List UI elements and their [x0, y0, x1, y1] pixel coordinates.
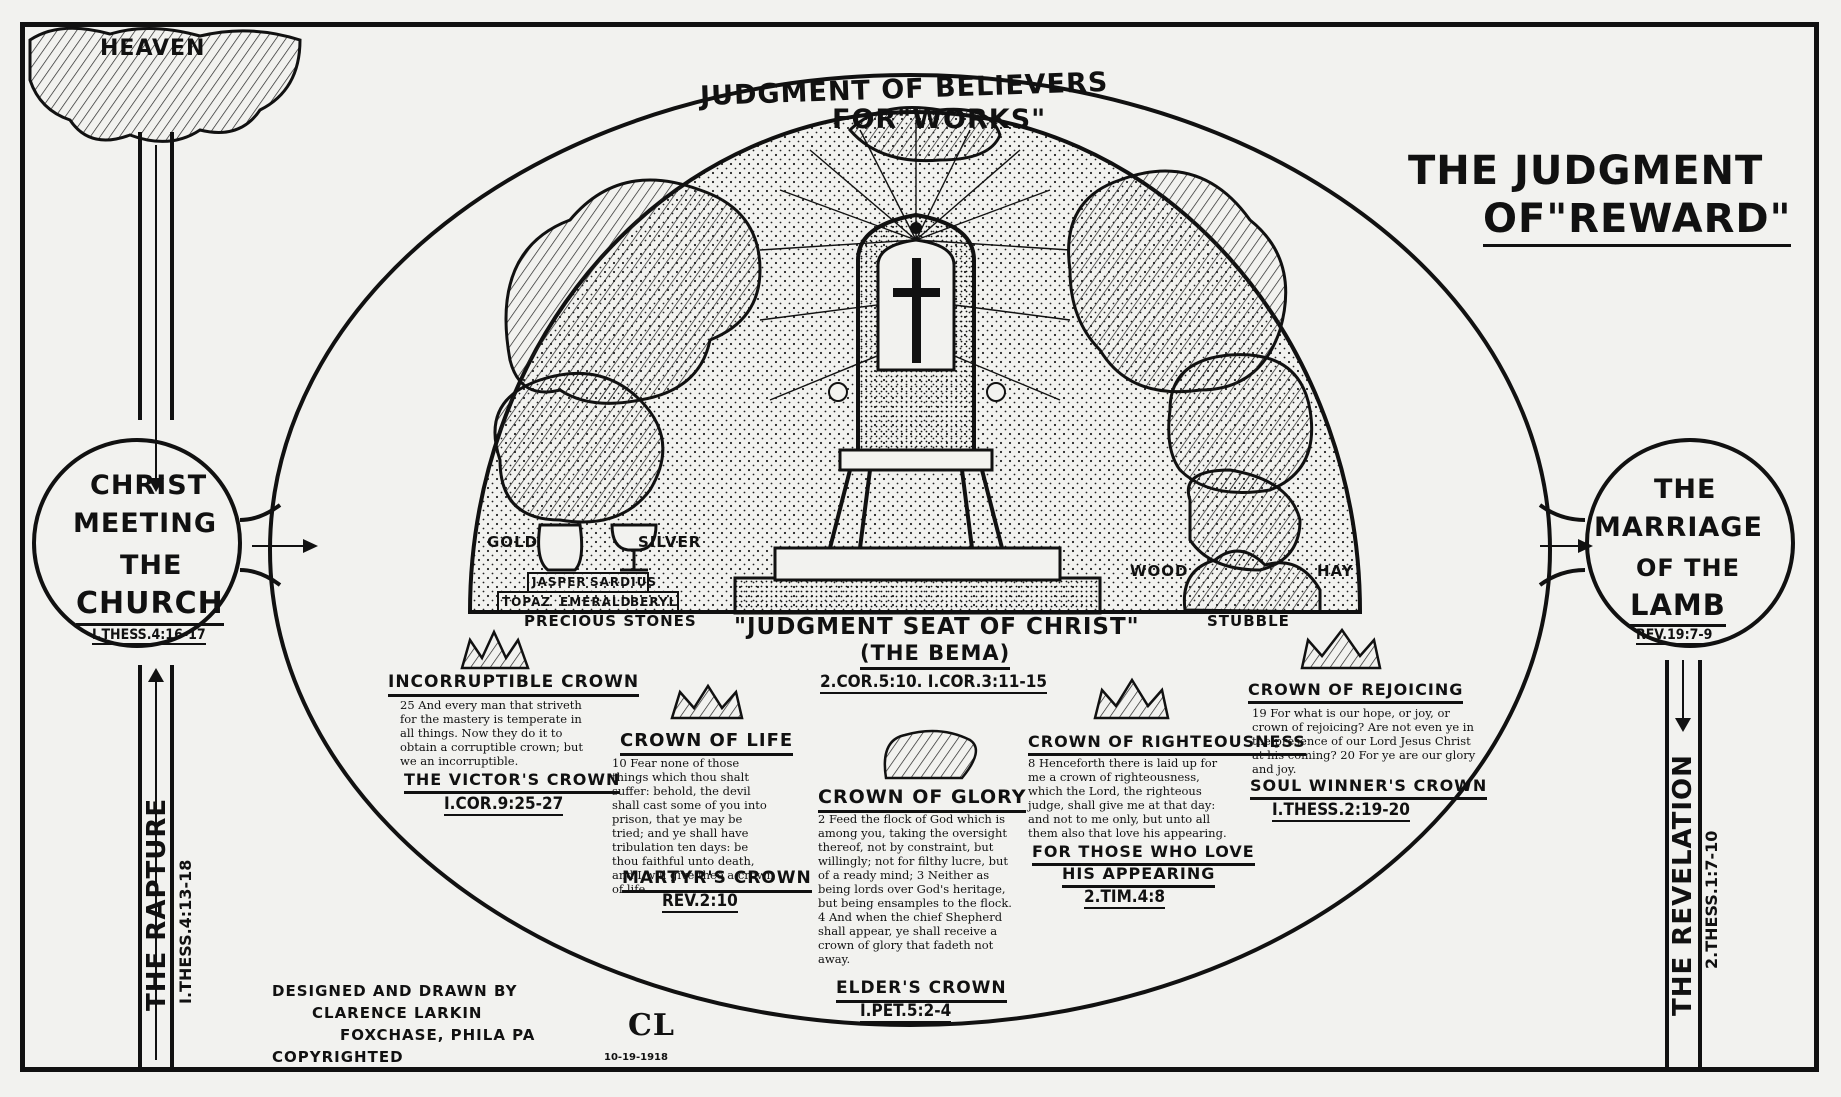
credits-line1: DESIGNED AND DRAWN BY: [272, 982, 518, 1000]
righteousness-ref: 2.TIM.4:8: [1084, 887, 1166, 909]
left-circle-line1: CHRIST: [90, 470, 208, 501]
bema-label: (THE BEMA): [860, 641, 1011, 670]
right-circle-group: [1538, 438, 1795, 1070]
credits-line2: CLARENCE LARKIN: [312, 1004, 483, 1022]
right-circle-line2: MARRIAGE: [1594, 512, 1763, 543]
rejoicing-ref: I.THESS.2:19-20: [1272, 800, 1410, 822]
precious-stones-label: PRECIOUS STONES: [524, 612, 697, 630]
hay-label: HAY: [1317, 562, 1354, 580]
life-ref: REV.2:10: [662, 891, 738, 913]
crown-of-righteousness-verse: 8 Henceforth there is laid up for me a c…: [1028, 756, 1227, 840]
emerald-label: EMERALD: [560, 595, 632, 609]
left-circle-ref: I.THESS.4:16-17: [92, 627, 206, 645]
right-circle-line3: OF THE: [1636, 554, 1741, 582]
rapture-label: THE RAPTURE: [142, 797, 172, 1011]
gold-silver-vessels: [537, 523, 658, 572]
revelation-ref: 2.THESS.1:7-10: [1702, 830, 1721, 969]
judgment-ellipse: [268, 73, 1552, 1027]
beryl-label: BERYL: [630, 595, 678, 609]
wood-label: WOOD: [1130, 562, 1189, 580]
seat-ref: 2.COR.5:10. I.COR.3:11-15: [820, 672, 1048, 694]
crown-of-righteousness-title: CROWN OF RIGHTEOUSNESS: [1028, 732, 1306, 756]
elders-crown-label: ELDER'S CROWN: [836, 978, 1007, 1003]
gold-label: GOLD: [487, 533, 539, 551]
arc-title-line2: FOR"WORKS": [832, 104, 1047, 135]
heaven-cloud: [28, 26, 302, 143]
victors-crown-label: THE VICTOR'S CROWN: [404, 770, 621, 794]
incorruptible-crown-verse: 25 And every man that striveth for the m…: [400, 698, 583, 768]
judgment-seat-title: "JUDGMENT SEAT OF CHRIST": [734, 614, 1140, 640]
crown-of-life-title: CROWN OF LIFE: [620, 730, 794, 756]
monogram-date: 10-19-1918: [604, 1052, 668, 1063]
stones-table: [497, 572, 679, 614]
right-circle-line1: THE: [1654, 474, 1717, 505]
crown-of-rejoicing-verse: 19 For what is our hope, or joy, or crow…: [1252, 706, 1476, 776]
sardius-label: SARDIUS: [590, 575, 657, 589]
martyrs-crown-label: MARTYR'S CROWN: [622, 868, 812, 893]
love-his-appearing-line2: HIS APPEARING: [1062, 864, 1216, 888]
left-circle-line3: THE: [120, 550, 183, 581]
incorruptible-ref: I.COR.9:25-27: [444, 794, 564, 816]
left-circle-line2: MEETING: [73, 508, 217, 539]
silver-label: SILVER: [638, 533, 702, 551]
heaven-label: HEAVEN: [100, 36, 206, 61]
left-circle-group: [32, 132, 318, 1070]
stubble-label: STUBBLE: [1207, 612, 1290, 630]
right-circle-line4: LAMB: [1630, 588, 1726, 627]
jasper-label: JASPER: [532, 575, 587, 589]
crown-of-rejoicing-title: CROWN OF REJOICING: [1248, 680, 1464, 704]
soul-winners-crown-label: SOUL WINNER'S CROWN: [1250, 776, 1488, 800]
revelation-label: THE REVELATION: [1668, 754, 1698, 1016]
topaz-label: TOPAZ: [502, 595, 552, 609]
right-circle-ref: REV.19:7-9: [1636, 627, 1713, 645]
wood-hay-stubble-fire: [1182, 549, 1322, 614]
glory-ref: I.PET.5:2-4: [860, 1001, 952, 1023]
crown-of-life-verse: 10 Fear none of those things which thou …: [612, 756, 774, 896]
dome-clouds: [493, 106, 1314, 572]
rapture-ref: I.THESS.4:13-18: [176, 859, 195, 1004]
page-title-line1: THE JUDGMENT: [1408, 148, 1764, 194]
love-his-appearing-line1: FOR THOSE WHO LOVE: [1032, 842, 1255, 866]
crown-icon: [460, 627, 1382, 780]
left-circle-line4: CHURCH: [76, 586, 224, 626]
crown-of-glory-title: CROWN OF GLORY: [818, 786, 1027, 813]
credits-line3: FOXCHASE, PHILA PA: [340, 1026, 536, 1044]
diagram-frame: [20, 22, 1819, 1072]
page-title-line2: OF"REWARD": [1483, 196, 1792, 247]
crown-of-glory-verse: 2 Feed the flock of God which is among y…: [818, 812, 1012, 966]
incorruptible-crown-title: INCORRUPTIBLE CROWN: [388, 672, 640, 697]
monogram: CL: [628, 1008, 675, 1043]
credits-line4: COPYRIGHTED: [272, 1048, 404, 1066]
throne: [733, 212, 1102, 615]
